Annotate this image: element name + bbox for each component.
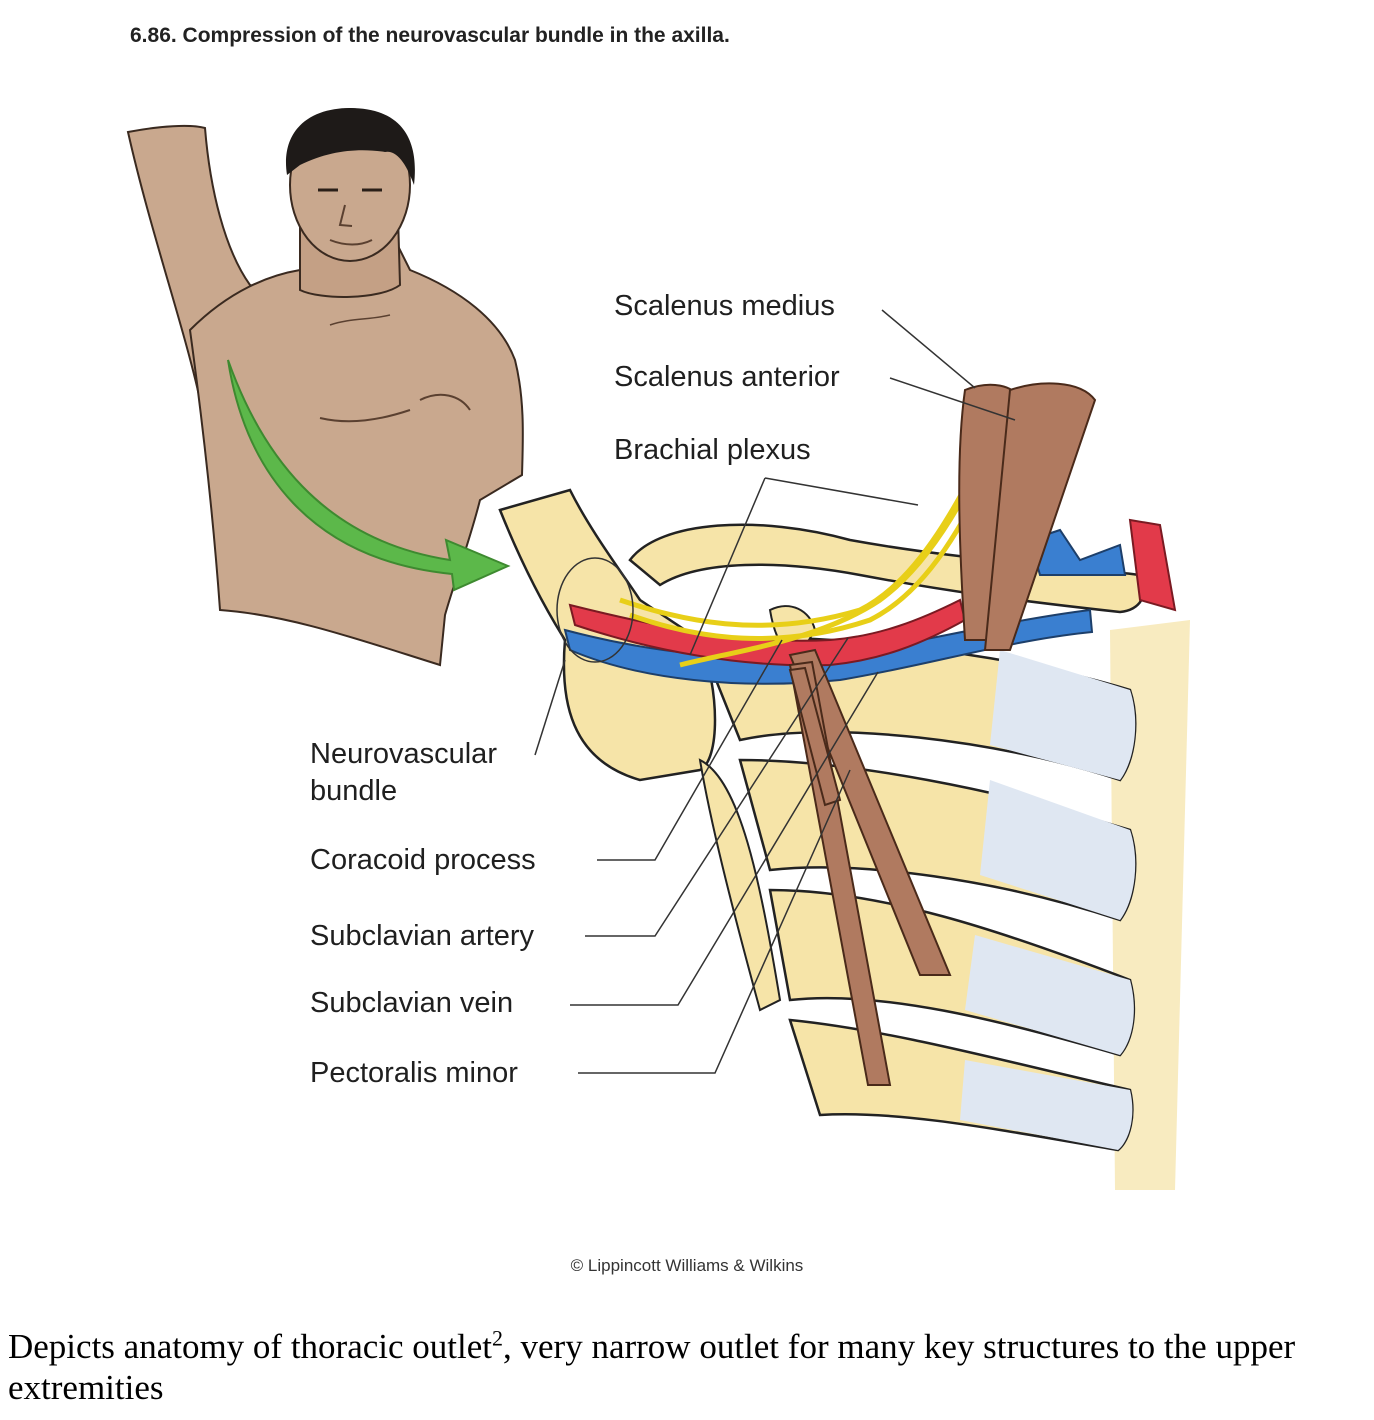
figure-title: 6.86. Compression of the neurovascular b…: [130, 24, 730, 47]
label-subclavian-artery: Subclavian artery: [310, 920, 535, 952]
label-pectoralis-minor: Pectoralis minor: [310, 1057, 518, 1089]
label-neurovascular-bundle-line1: Neurovascular: [310, 738, 497, 770]
figure-caption: Depicts anatomy of thoracic outlet2, ver…: [8, 1326, 1368, 1408]
caption-text-before: Depicts anatomy of thoracic outlet: [8, 1327, 493, 1366]
label-neurovascular-bundle-line2: bundle: [310, 775, 398, 807]
label-scalenus-medius: Scalenus medius: [614, 290, 835, 322]
thoracic-outlet-detail: [498, 382, 1190, 1190]
leader-lines: [534, 309, 1016, 1074]
label-brachial-plexus: Brachial plexus: [614, 434, 811, 466]
torso-figure: [126, 108, 524, 667]
label-subclavian-vein: Subclavian vein: [310, 987, 514, 1019]
copyright-notice: © Lippincott Williams & Wilkins: [570, 1256, 804, 1275]
label-scalenus-anterior: Scalenus anterior: [614, 361, 840, 393]
anatomy-illustration: [126, 108, 1190, 1190]
caption-citation: 2: [492, 1325, 504, 1351]
label-coracoid-process: Coracoid process: [310, 844, 536, 876]
caption-text-after: , very narrow outlet for many key struct…: [8, 1327, 1296, 1407]
